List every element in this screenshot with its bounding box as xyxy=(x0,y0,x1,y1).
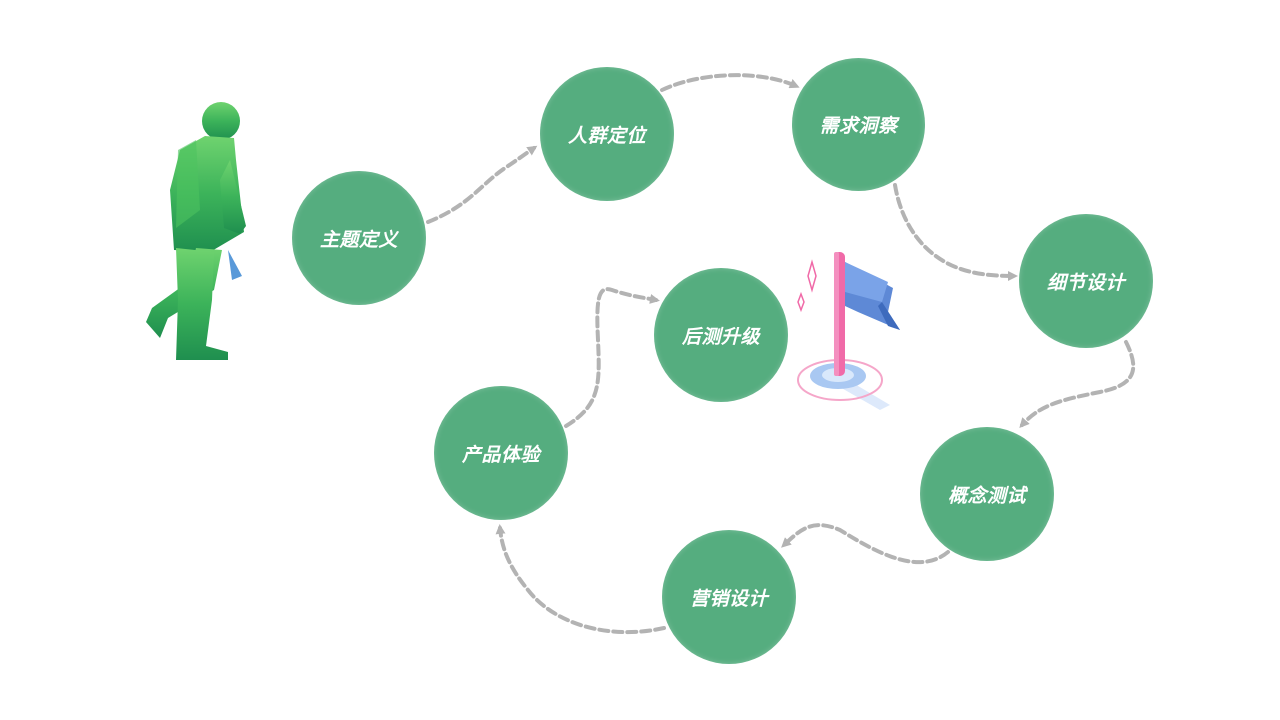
step-label: 后测升级 xyxy=(681,325,760,348)
step-label: 产品体验 xyxy=(461,443,540,466)
step-node-s1: 主题定义 xyxy=(292,171,426,305)
connector-s3-s4 xyxy=(893,183,1018,281)
step-node-s8: 后测升级 xyxy=(654,268,788,402)
step-node-s6: 营销设计 xyxy=(662,530,796,664)
step-label: 主题定义 xyxy=(319,228,398,251)
connector-s2-s3 xyxy=(660,73,800,92)
step-node-s7: 产品体验 xyxy=(434,386,568,520)
connector-s1-s2 xyxy=(426,145,538,224)
step-node-s2: 人群定位 xyxy=(540,67,674,201)
connector-s7-s8 xyxy=(564,287,660,428)
connector-s5-s6 xyxy=(781,523,950,565)
step-node-s4: 细节设计 xyxy=(1019,214,1153,348)
step-node-s3: 需求洞察 xyxy=(792,58,925,191)
connector-s6-s7 xyxy=(495,524,666,635)
connector-s4-s5 xyxy=(1019,340,1136,428)
step-label: 概念测试 xyxy=(947,484,1026,507)
step-node-s5: 概念测试 xyxy=(920,427,1054,561)
step-label: 需求洞察 xyxy=(819,115,898,137)
step-label: 人群定位 xyxy=(567,124,646,147)
step-label: 营销设计 xyxy=(689,587,768,610)
step-label: 细节设计 xyxy=(1046,271,1125,294)
